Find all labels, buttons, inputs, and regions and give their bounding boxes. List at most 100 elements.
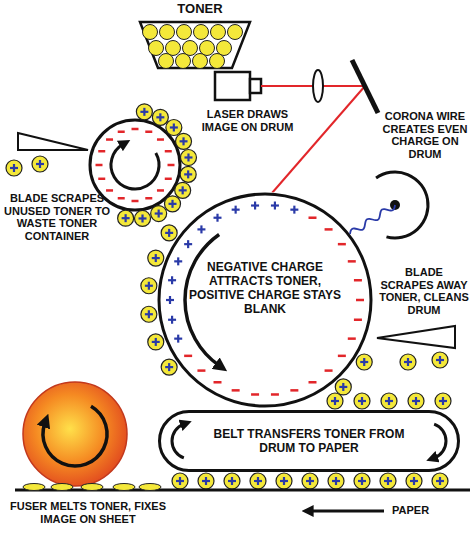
toner-particle [380,473,396,489]
positive-charge [385,397,393,405]
negative-charge [157,138,164,141]
positive-charge [152,338,160,346]
node-text: NEGATIVE CHARGE ATTRACTS TONER, POSITIVE… [185,260,345,316]
positive-charge [214,214,222,222]
callout-text: BLADE SCRAPES AWAY TONER, CLEANS DRUM [377,266,471,316]
toner-particle [210,54,225,69]
cleaning-blade [377,326,455,348]
negative-charge [157,189,164,192]
toner-particle [381,393,397,409]
negative-charge [309,381,317,384]
positive-charge [174,335,182,343]
positive-charge [306,477,314,485]
positive-charge [439,397,447,405]
negative-charge [271,393,279,396]
toner-particle [148,250,164,266]
toner-particle [211,25,226,40]
callout-text: FUSER MELTS TONER, FIXES IMAGE ON SHEET [8,500,168,525]
toner-particle [228,25,243,40]
negative-charge [354,279,362,282]
fuser-roller [23,382,127,486]
toner-hopper [140,22,250,68]
negative-charge [118,130,125,133]
positive-charge [184,153,192,161]
positive-charge [166,296,174,304]
toner-particle [335,379,351,395]
toner-particle [250,473,266,489]
toner-particle [118,210,134,226]
negative-charge [338,355,346,358]
laser-beam [272,86,365,193]
paper-direction-arrow [310,510,384,513]
positive-charge [176,477,184,485]
negative-charge [354,319,362,322]
toner-particle [276,473,292,489]
toner-particle [432,473,448,489]
positive-charge [197,225,205,233]
corona-shield [376,172,428,238]
positive-charge [436,477,444,485]
negative-charge [98,150,105,153]
toner-particle [175,182,191,198]
negative-charge [106,138,113,141]
positive-charge [155,210,163,218]
positive-charge [184,240,192,248]
toner-particle [149,41,164,56]
melted-toner [113,484,135,491]
toner-particle [148,334,164,350]
rotation-arrow [434,424,446,458]
mirror [352,60,378,113]
toner-particle [176,133,192,149]
negative-charge [197,369,205,372]
positive-charge [290,206,298,214]
positive-charge [156,113,164,121]
negative-charge [118,197,125,200]
negative-charge [132,200,139,203]
positive-charge [228,477,236,485]
positive-charge [168,316,176,324]
toner-particle [135,210,151,226]
negative-charge [232,389,240,392]
component-label: TONER [145,3,255,16]
positive-charge [170,123,178,131]
positive-charge [251,202,259,210]
positive-charge [180,137,188,145]
toner-particle [193,54,208,69]
melted-toner [81,484,103,491]
positive-charge [140,108,148,116]
positive-charge [412,397,420,405]
toner-particle [159,54,174,69]
negative-charge [165,178,172,181]
laser-body [215,72,250,100]
positive-charge [145,310,153,318]
toner-particle [6,160,22,176]
toner-particle [302,473,318,489]
toner-particle [161,225,177,241]
positive-charge [410,477,418,485]
positive-charge [280,477,288,485]
toner-particle [224,473,240,489]
toner-particle [198,473,214,489]
toner-particle [354,473,370,489]
positive-charge [358,397,366,405]
melted-toner [139,484,161,491]
toner-particle [165,196,181,212]
negative-charge [348,337,356,340]
rotation-arrow [172,424,184,458]
callout-text: LASER DRAWS IMAGE ON DRUM [195,108,300,133]
positive-charge [165,363,173,371]
melted-toner [23,484,45,491]
positive-charge [436,356,444,364]
node-text: BELT TRANSFERS TONER FROM DRUM TO PAPER [204,427,414,455]
negative-charge [132,128,139,131]
positive-charge [271,202,279,210]
toner-particle [356,354,372,370]
positive-charge [179,186,187,194]
callout-text: CORONA WIRE CREATES EVEN CHARGE ON DRUM [379,110,471,160]
toner-particle [152,109,168,125]
negative-charge [145,197,152,200]
doctor-blade [18,133,88,150]
lens [313,70,323,102]
positive-charge [358,477,366,485]
